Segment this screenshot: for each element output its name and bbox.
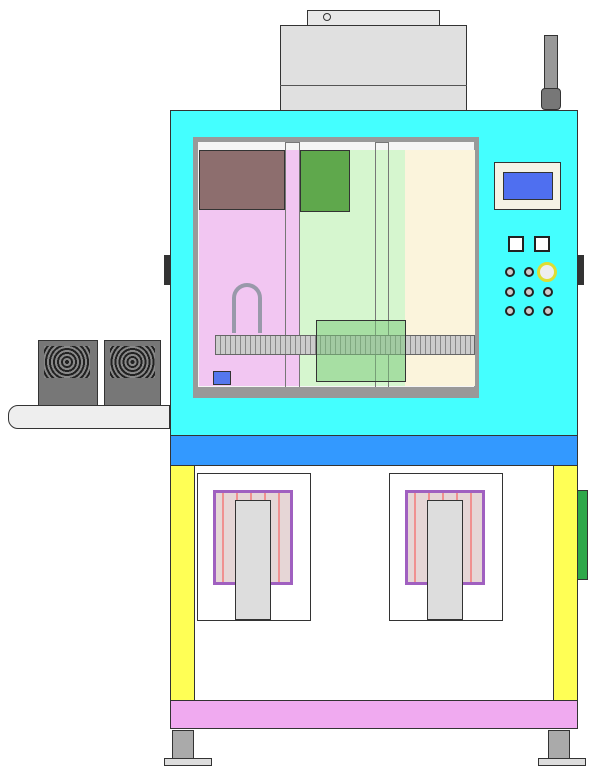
lower-module-left-column: [235, 500, 271, 620]
base-beam: [170, 700, 578, 729]
blue-box: [213, 371, 231, 385]
table-band: [170, 435, 578, 466]
window-bottom-rail: [193, 387, 479, 397]
selector-switch-1[interactable]: [508, 236, 524, 252]
cable-loop: [232, 283, 262, 333]
leveling-foot-left: [172, 730, 194, 760]
push-button[interactable]: [505, 267, 515, 277]
mounting-rail: [8, 405, 170, 429]
leg-left: [170, 465, 195, 701]
hmi-screen[interactable]: [503, 172, 553, 200]
leg-right: [553, 465, 578, 701]
top-enclosure-line: [280, 85, 467, 86]
fan-grille-icon: [44, 346, 90, 378]
cabinet-side-handle-left: [164, 255, 171, 285]
zone-green: [300, 150, 350, 212]
emergency-stop-button[interactable]: [537, 262, 557, 282]
green-side-panel: [577, 490, 588, 580]
gripper-module: [316, 320, 406, 382]
leveling-foot-right-pad: [538, 758, 586, 766]
fan-grille-icon: [110, 346, 155, 378]
push-button[interactable]: [524, 287, 534, 297]
push-button[interactable]: [524, 306, 534, 316]
selector-switch-2[interactable]: [534, 236, 550, 252]
signal-tower-base: [541, 88, 561, 110]
leveling-foot-left-pad: [164, 758, 212, 766]
push-button[interactable]: [524, 267, 534, 277]
push-button[interactable]: [505, 306, 515, 316]
push-button[interactable]: [505, 287, 515, 297]
leveling-foot-right: [548, 730, 570, 760]
top-tab-hole: [323, 13, 331, 21]
signal-tower: [544, 35, 558, 90]
lower-module-right-column: [427, 500, 463, 620]
push-button[interactable]: [543, 306, 553, 316]
cabinet-side-handle-right: [577, 255, 584, 285]
push-button[interactable]: [543, 287, 553, 297]
zone-brown: [199, 150, 285, 210]
top-enclosure: [280, 25, 467, 111]
